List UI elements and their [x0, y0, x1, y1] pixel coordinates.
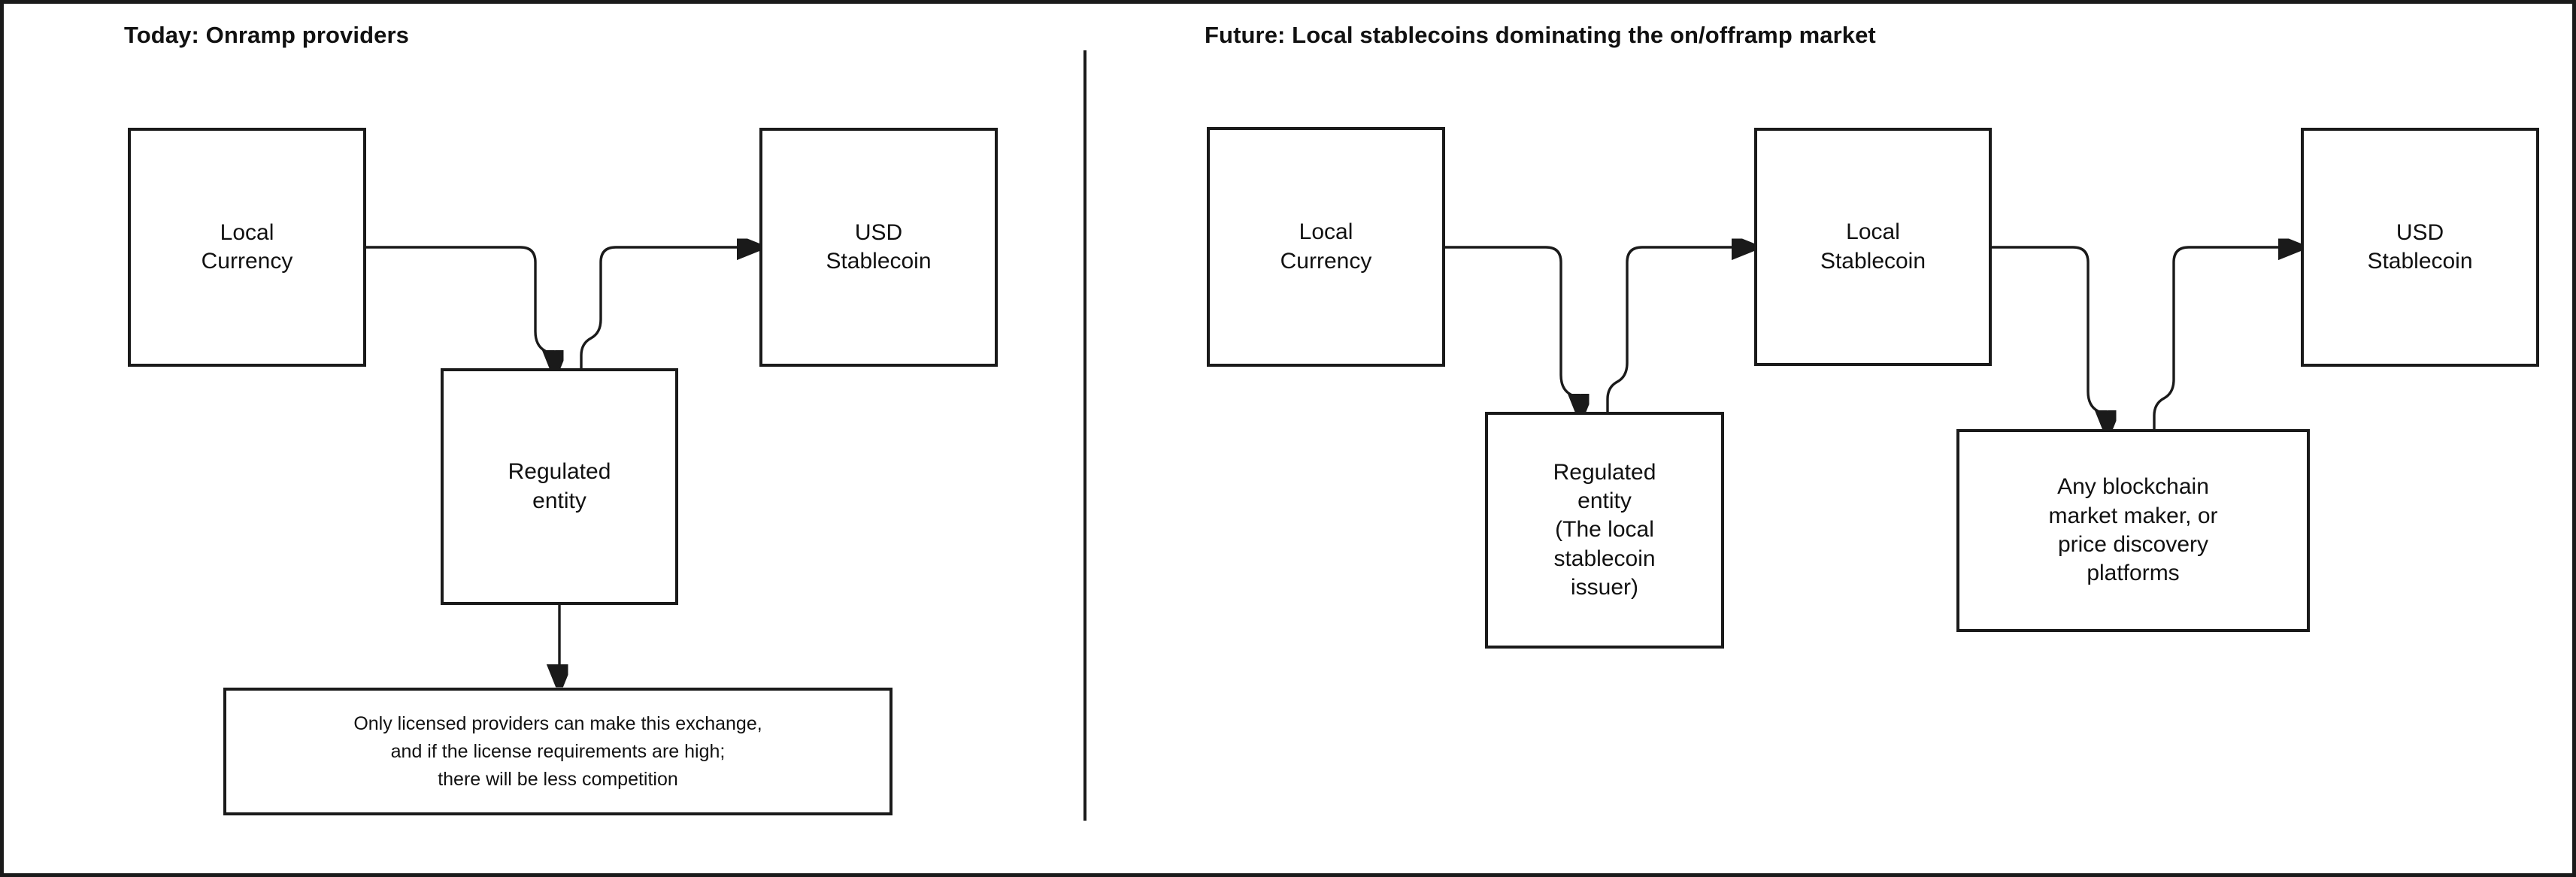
right-node-blockchain-market-maker[interactable]: Any blockchain market maker, or price di…: [1956, 429, 2310, 632]
left-note-text: Only licensed providers can make this ex…: [353, 712, 762, 790]
right-node-local-currency-label: Local Currency: [1280, 219, 1372, 274]
left-node-regulated-entity[interactable]: Regulated entity: [441, 368, 678, 605]
edge-right-regulated-to-localstable: [1606, 247, 1750, 413]
right-node-usd-stablecoin[interactable]: USD Stablecoin: [2301, 128, 2539, 367]
left-note-box: Only licensed providers can make this ex…: [223, 688, 893, 815]
left-node-regulated-entity-label: Regulated entity: [508, 459, 611, 513]
left-node-usd-stablecoin[interactable]: USD Stablecoin: [759, 128, 998, 367]
edge-right-currency-to-regulated: [1445, 246, 1580, 413]
left-node-usd-stablecoin-label: USD Stablecoin: [826, 219, 932, 274]
edge-left-regulated-to-usd: [580, 247, 756, 369]
right-node-usd-stablecoin-label: USD Stablecoin: [2367, 219, 2473, 274]
edge-right-localstable-to-blockchain: [1992, 246, 2108, 429]
right-node-local-stablecoin[interactable]: Local Stablecoin: [1754, 128, 1992, 366]
left-node-local-currency-label: Local Currency: [201, 219, 293, 274]
panel-divider: [1083, 50, 1086, 821]
edge-right-blockchain-to-usd: [2153, 247, 2297, 429]
edge-left-currency-to-regulated: [366, 246, 555, 369]
right-node-blockchain-market-maker-label: Any blockchain market maker, or price di…: [2048, 474, 2218, 586]
right-node-regulated-entity[interactable]: Regulated entity (The local stablecoin i…: [1485, 412, 1724, 649]
right-panel-title: Future: Local stablecoins dominating the…: [1205, 22, 1876, 48]
right-node-local-currency[interactable]: Local Currency: [1207, 127, 1445, 367]
right-node-regulated-entity-label: Regulated entity (The local stablecoin i…: [1553, 459, 1656, 600]
left-node-local-currency[interactable]: Local Currency: [128, 128, 366, 367]
left-panel-title: Today: Onramp providers: [124, 22, 409, 48]
right-node-local-stablecoin-label: Local Stablecoin: [1820, 219, 1926, 274]
